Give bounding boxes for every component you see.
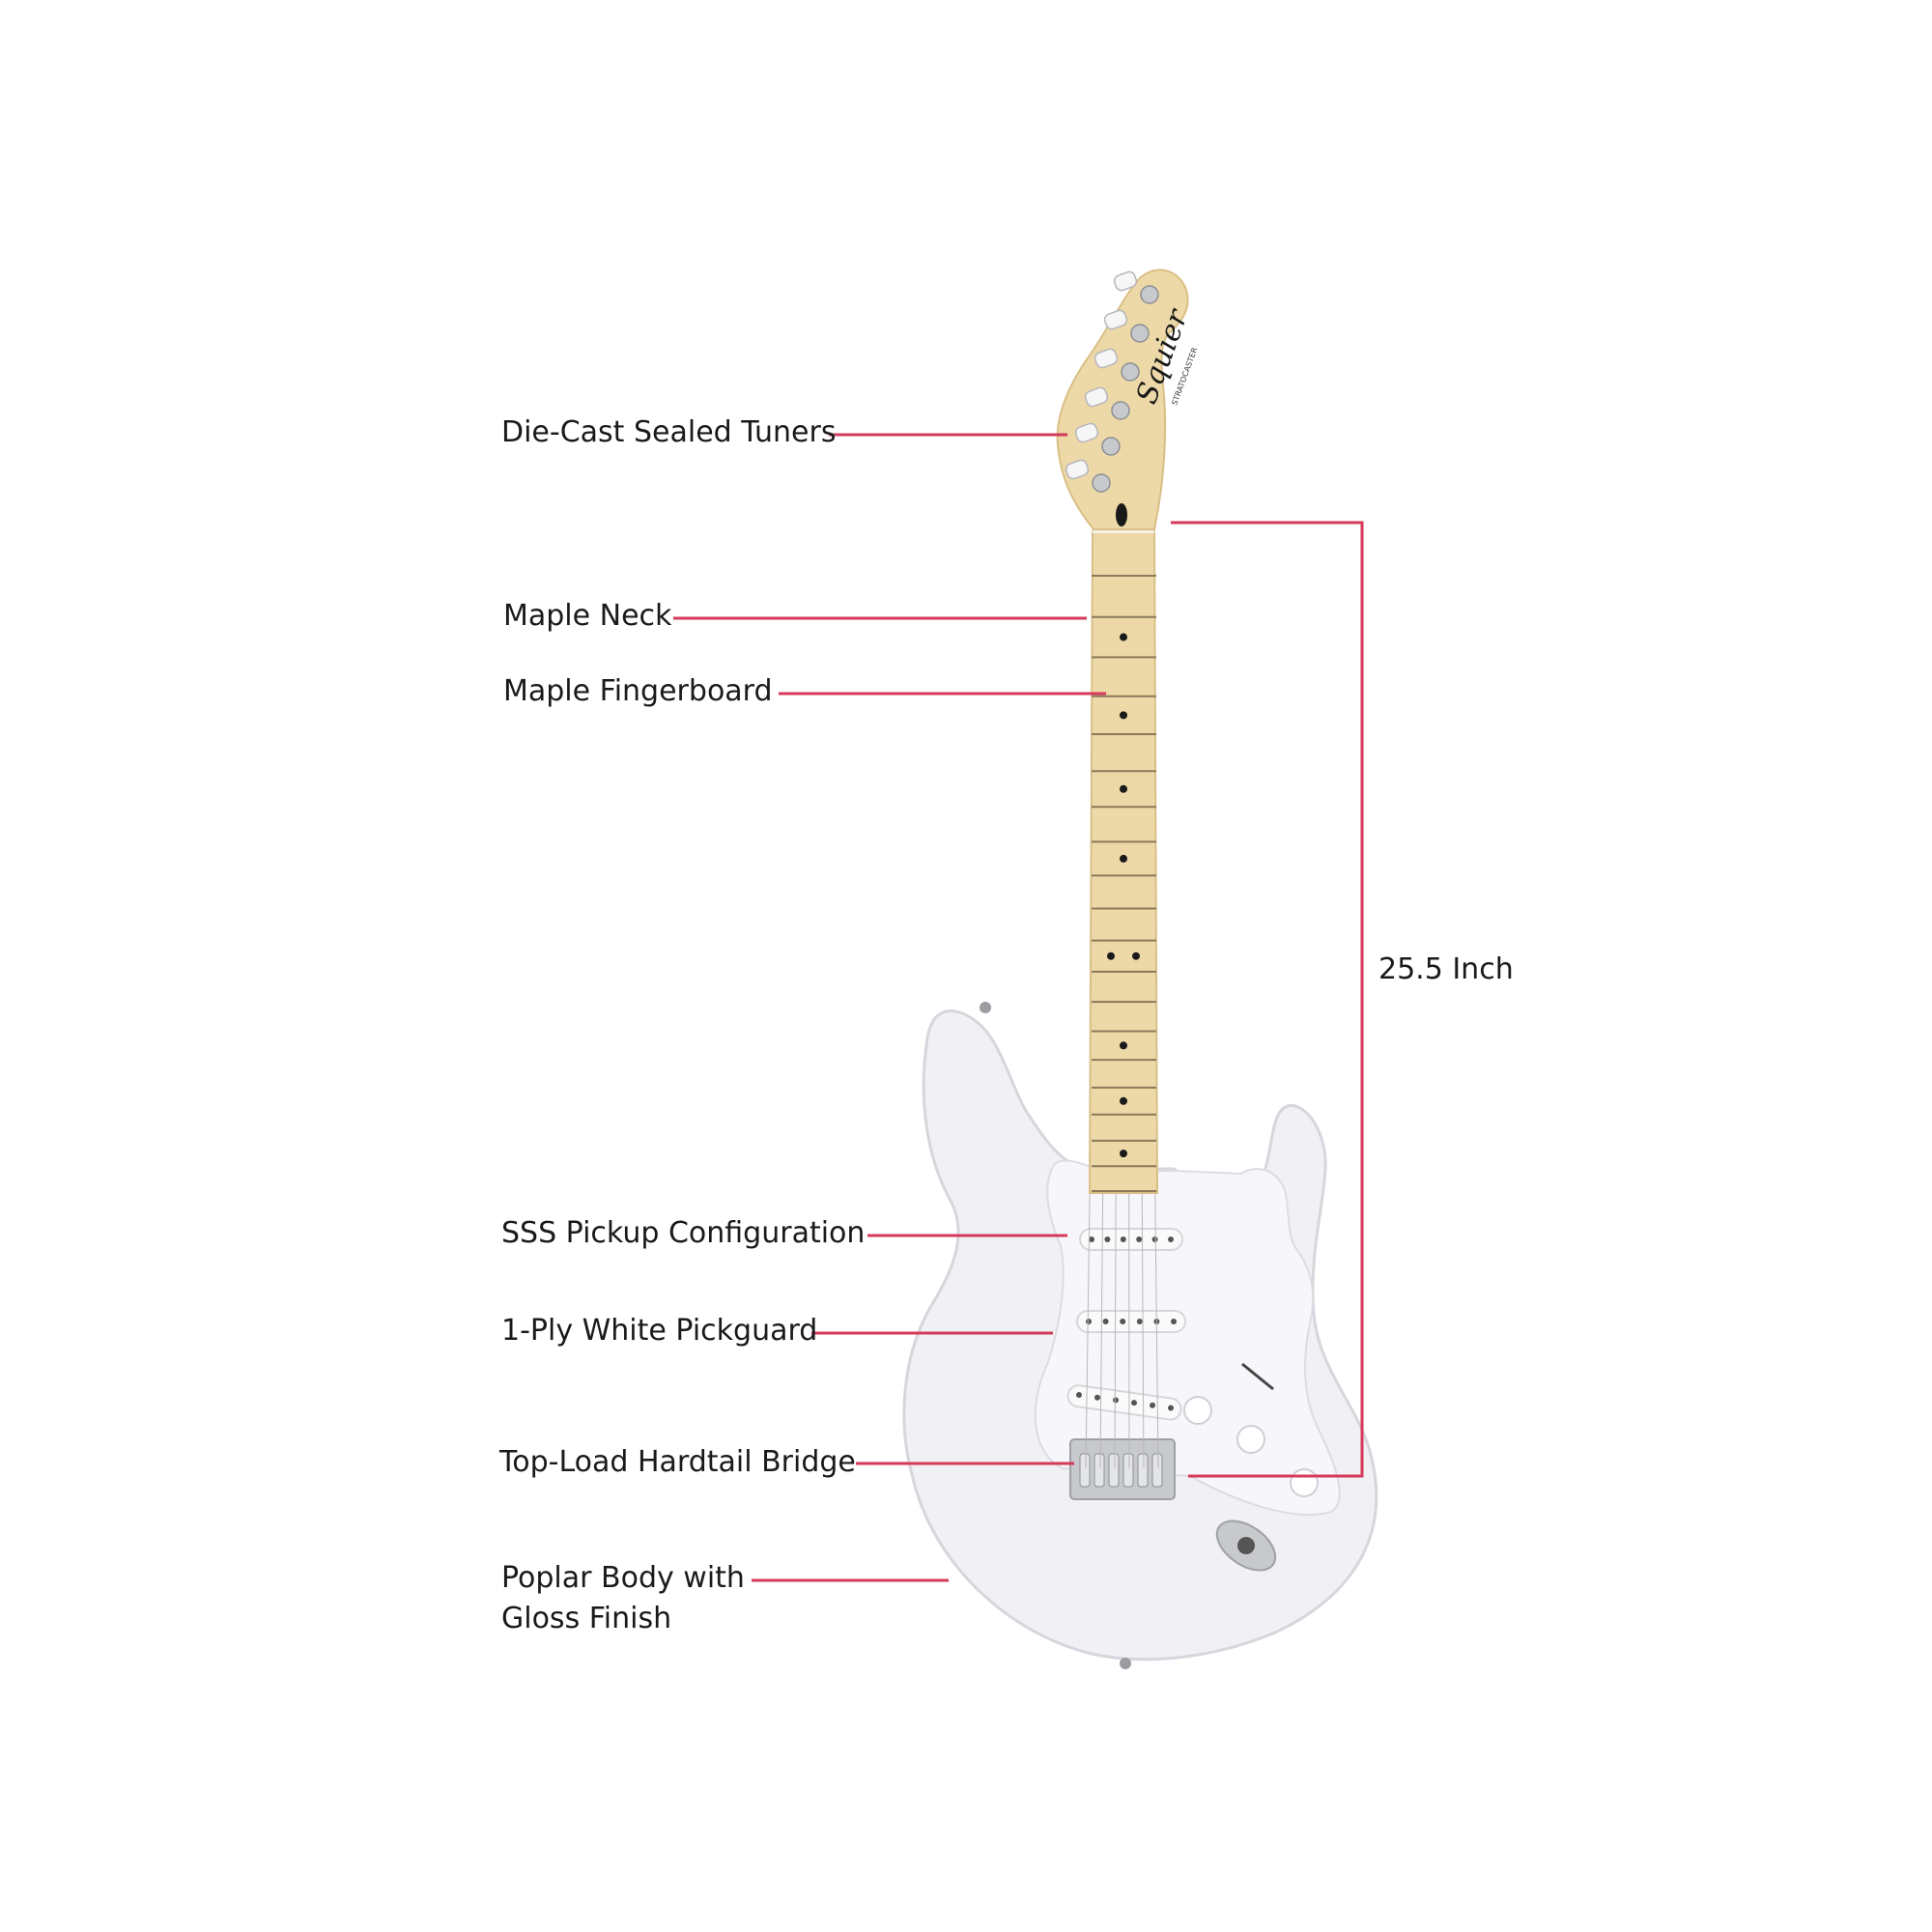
callout-body-line1: Poplar Body with (501, 1561, 745, 1595)
saddle (1094, 1453, 1105, 1488)
tuner-button (1103, 309, 1128, 330)
fret-dot (1120, 784, 1127, 793)
tone-knob-1[interactable] (1236, 1425, 1265, 1454)
callout-pickguard: 1-Ply White Pickguard (501, 1314, 818, 1348)
fret-inlays (1107, 633, 1140, 1158)
neck (1088, 527, 1159, 1194)
callout-tuners: Die-Cast Sealed Tuners (501, 415, 837, 449)
pole-piece (1089, 1236, 1094, 1242)
pole-piece (1168, 1236, 1174, 1242)
volume-knob[interactable] (1183, 1396, 1212, 1425)
tuner-button (1084, 386, 1109, 408)
tuner-post (1130, 324, 1150, 343)
callout-body-line2: Gloss Finish (501, 1602, 672, 1635)
tuner-post (1092, 473, 1111, 493)
tuner-button (1065, 459, 1090, 480)
strap-button-bottom (1120, 1658, 1131, 1669)
fret-dot (1120, 1150, 1127, 1158)
truss-rod-nut (1116, 503, 1127, 526)
pole-piece (1086, 1319, 1092, 1324)
headstock: Squier STRATOCASTER (1056, 269, 1200, 530)
strap-button (980, 1002, 991, 1013)
fret-dot (1120, 1096, 1127, 1105)
tuner-button (1113, 270, 1138, 292)
pole-piece (1168, 1405, 1174, 1411)
saddle (1137, 1453, 1149, 1488)
tuner-post (1111, 401, 1130, 420)
pole-piece (1136, 1236, 1143, 1242)
callout-leaders (673, 433, 1364, 1582)
pole-piece (1150, 1402, 1155, 1408)
tuners (1065, 270, 1159, 493)
pole-piece (1094, 1394, 1100, 1401)
tuner-post (1140, 285, 1159, 304)
fret-dot (1132, 952, 1140, 960)
saddle (1108, 1453, 1120, 1488)
bridge-pickup (1066, 1384, 1182, 1421)
callout-neck: Maple Neck (503, 599, 672, 633)
pole-piece (1136, 1319, 1143, 1324)
bridge (1069, 1438, 1176, 1500)
callout-pickups: SSS Pickup Configuration (501, 1216, 866, 1250)
neck-pickup (1079, 1228, 1183, 1251)
pole-piece (1120, 1319, 1126, 1324)
pole-piece (1171, 1319, 1177, 1324)
fret-dot (1120, 854, 1127, 863)
fret-dot (1107, 952, 1115, 960)
tone-knob-2[interactable] (1290, 1468, 1319, 1497)
callout-scale-length: 25.5 Inch (1378, 952, 1514, 986)
bridge-saddles (1079, 1453, 1163, 1488)
pole-piece (1131, 1400, 1137, 1406)
saddle (1079, 1453, 1091, 1488)
pole-piece (1151, 1236, 1158, 1242)
pickup-selector-switch[interactable] (1241, 1362, 1274, 1391)
fret-dot (1120, 633, 1127, 641)
scale-length-bracket (1171, 521, 1364, 1478)
fret-dot (1120, 1041, 1127, 1050)
pole-piece (1102, 1319, 1109, 1324)
pole-pieces (1076, 1236, 1177, 1411)
callout-bridge: Top-Load Hardtail Bridge (499, 1445, 856, 1479)
tuner-post (1101, 437, 1121, 456)
saddle (1122, 1453, 1134, 1488)
saddle (1151, 1453, 1163, 1488)
output-jack (1215, 1520, 1277, 1572)
fret-dot (1120, 711, 1127, 720)
pole-piece (1076, 1392, 1082, 1398)
pole-piece (1104, 1236, 1111, 1242)
pole-piece (1120, 1236, 1126, 1242)
middle-pickup (1076, 1310, 1186, 1333)
pole-piece (1113, 1397, 1119, 1404)
tuner-button (1094, 348, 1119, 369)
pickups (1066, 1228, 1186, 1421)
tuner-button (1074, 422, 1099, 443)
frets (1092, 575, 1156, 1192)
tuner-post (1121, 362, 1140, 382)
callout-fingerboard: Maple Fingerboard (503, 674, 773, 708)
headstock-shape (1056, 269, 1189, 530)
